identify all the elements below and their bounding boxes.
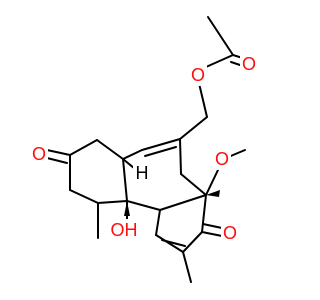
seven-membered-ring (122, 138, 207, 211)
bond-ch2-ring (179, 116, 208, 140)
bond-methoxy-o (205, 169, 219, 196)
bond-ring6-a (96, 139, 124, 160)
bond-ring6-f (122, 158, 128, 202)
bond-ring7-a-double (144, 146, 177, 157)
bond-ring5-b (155, 234, 184, 253)
bond-ring5-a (155, 209, 161, 236)
bond-acetyl-ester (205, 54, 234, 68)
bond-ring6-e (97, 200, 128, 204)
right-ketone-oxygen: O (223, 223, 237, 243)
bond-ring7-a (141, 138, 181, 151)
bond-ketone-right-double (202, 223, 223, 229)
five-membered-ring (155, 194, 223, 283)
bond-ring6-d (69, 189, 99, 204)
ring-junction-hydrogen: H (136, 163, 149, 183)
wedge-bond (206, 190, 220, 197)
molecule-diagram: O O O H O O OH (30, 16, 258, 283)
bond-ring7-f (126, 200, 161, 211)
ester-carbonyl-oxygen: O (242, 54, 256, 74)
bond-ring7-c (179, 138, 182, 175)
hydroxyl-group: OH (111, 220, 138, 240)
bond-ring7-b (122, 149, 143, 160)
six-membered-ring (46, 139, 128, 239)
wedge-bond-oh (124, 201, 130, 216)
bond-methyl-right (182, 251, 192, 283)
left-ketone-oxygen: O (32, 144, 46, 164)
bond-ring5-c (182, 231, 203, 253)
bond-ring6-b (69, 139, 98, 156)
bond-ring7-e (159, 194, 207, 211)
bond-ring5-d (201, 194, 207, 233)
methoxy-oxygen: O (215, 149, 229, 169)
ester-link-oxygen: O (191, 65, 205, 85)
bond-ketone-left-2 (46, 157, 68, 164)
atom-labels: O O O H O O OH (30, 53, 258, 244)
bond-ketone-left-1 (46, 149, 71, 156)
bond-ring5-b-double (161, 239, 186, 247)
bond-acetyl-methyl (207, 16, 234, 56)
bond-ketone-right (201, 231, 223, 237)
bond-ring7-d (180, 173, 207, 196)
